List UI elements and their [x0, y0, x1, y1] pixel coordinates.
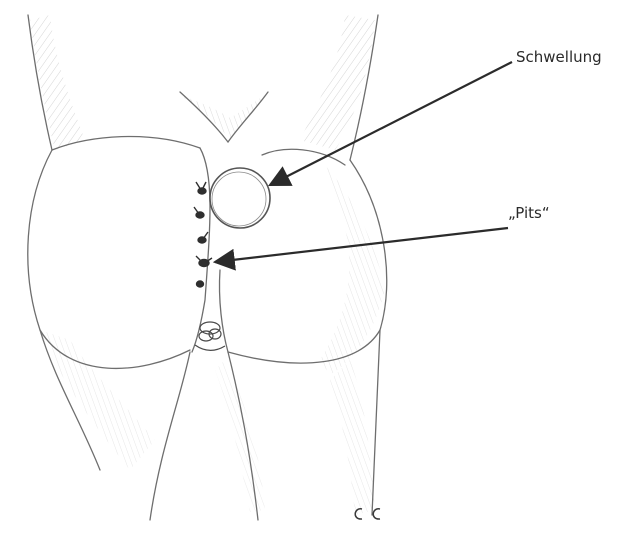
upper-cleft-shading: [180, 95, 265, 140]
right-side-shading: [300, 15, 375, 150]
pit-2: [194, 207, 204, 218]
pit-5: [197, 281, 204, 287]
pits-label: „Pits“: [508, 204, 550, 222]
pit-1: [196, 182, 206, 194]
right-buttock-shading: [320, 160, 385, 375]
swelling-label: Schwellung: [516, 48, 602, 66]
inner-thigh-shading: [215, 360, 265, 512]
pit-3: [198, 232, 208, 243]
swelling-circle: [210, 168, 270, 228]
pit-4: [196, 256, 212, 267]
swelling-arrow: [270, 62, 512, 185]
left-thigh-shading: [40, 330, 155, 470]
right-thigh-shading: [330, 360, 375, 515]
artist-signature: [348, 504, 388, 529]
